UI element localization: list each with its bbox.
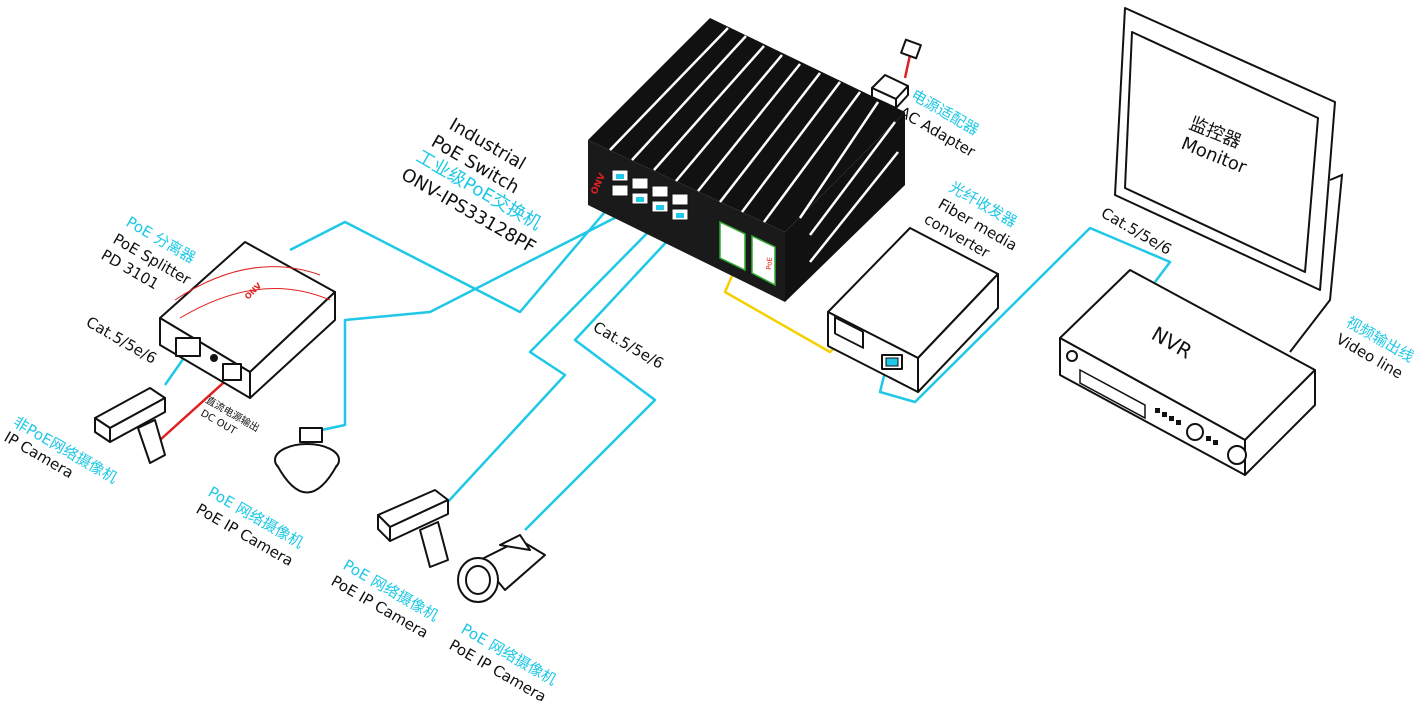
wall-plug-icon xyxy=(900,38,922,60)
ac-adapter xyxy=(871,38,922,109)
dc-out-port xyxy=(222,363,242,381)
power-cable-ac xyxy=(903,54,912,79)
splitter-cable-label: Cat.5/5e/6 xyxy=(83,313,160,368)
adapter-label: 电源适配器 AC Adapter xyxy=(896,86,982,161)
poe-switch: ONV PoE xyxy=(588,18,905,302)
switch-label: Industrial PoE Switch 工业级PoE交换机 ONV-IPS3… xyxy=(398,114,545,258)
power-cable-dc xyxy=(159,374,233,441)
ethernet-cables xyxy=(163,199,1172,531)
non-poe-camera xyxy=(94,387,166,464)
bullet-camera-label: PoE 网络摄像机 PoE IP Camera xyxy=(446,620,560,701)
fiber-media-converter xyxy=(827,227,999,393)
box-camera-label: PoE 网络摄像机 PoE IP Camera xyxy=(328,556,442,642)
cable-bullet-switch xyxy=(524,221,686,531)
sfp-slot xyxy=(751,234,776,287)
monitor xyxy=(1114,7,1344,353)
video-line-label: 视频输出线 Video line xyxy=(1333,313,1417,383)
cable-splitter-switch xyxy=(289,199,616,314)
cable-box-switch xyxy=(444,214,666,506)
cable-converter-nvr xyxy=(878,226,1172,404)
box-camera xyxy=(377,489,449,568)
dome-camera xyxy=(274,427,340,494)
poe-splitter: ONV xyxy=(159,241,336,399)
dome-camera-label: PoE 网络摄像机 PoE IP Camera xyxy=(193,483,307,570)
nvr xyxy=(1059,269,1316,476)
switch-poe-badge: PoE xyxy=(765,257,774,270)
middle-cable-label: Cat.5/5e/6 xyxy=(590,318,667,373)
rj45-port xyxy=(175,337,201,357)
cable-dome-switch xyxy=(311,203,641,434)
sfp-slot xyxy=(719,220,746,272)
bullet-camera xyxy=(457,534,546,603)
